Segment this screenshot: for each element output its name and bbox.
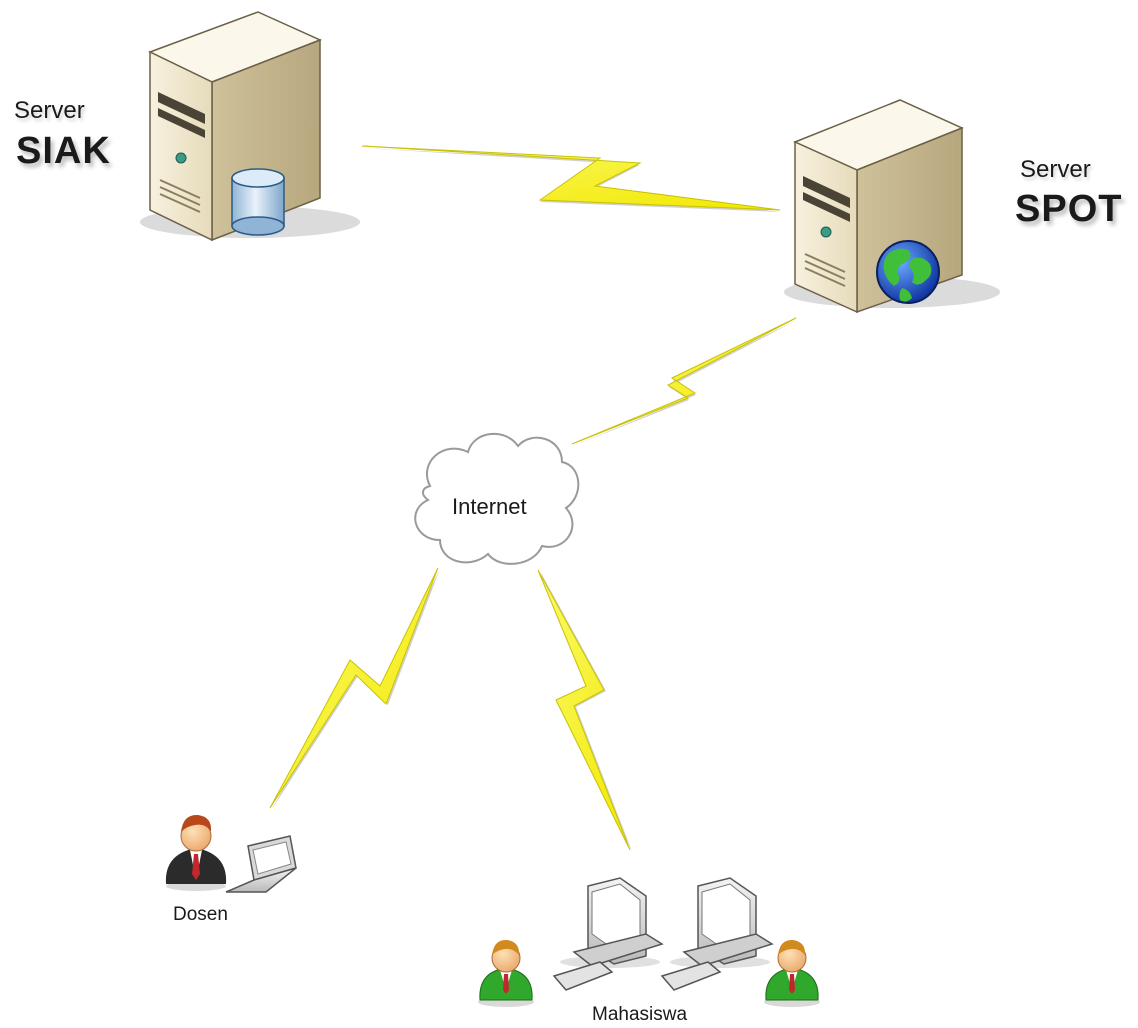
link-internet-mahasiswa — [537, 569, 632, 851]
student-person-icon — [478, 939, 534, 1007]
server-siak-main-label: SIAK — [16, 130, 111, 172]
lecturer-person-icon — [165, 814, 227, 891]
desktop-computer-icon — [552, 877, 664, 991]
link-spot-internet — [571, 317, 797, 446]
laptop-icon — [225, 835, 297, 893]
link-internet-dosen — [269, 567, 440, 809]
dosen-label: Dosen — [173, 904, 228, 925]
server-spot-main-label: SPOT — [1015, 188, 1123, 230]
web-server-icon — [784, 99, 1000, 314]
student-person-icon — [764, 939, 820, 1007]
cloud-icon — [414, 432, 580, 565]
internet-label: Internet — [452, 494, 527, 519]
server-spot-sub-label: Server — [1020, 156, 1091, 183]
desktop-computer-icon — [660, 877, 774, 991]
server-siak-sub-label: Server — [14, 97, 85, 124]
link-siak-spot — [361, 145, 781, 212]
database-server-icon — [140, 11, 360, 242]
mahasiswa-label: Mahasiswa — [592, 1004, 688, 1025]
